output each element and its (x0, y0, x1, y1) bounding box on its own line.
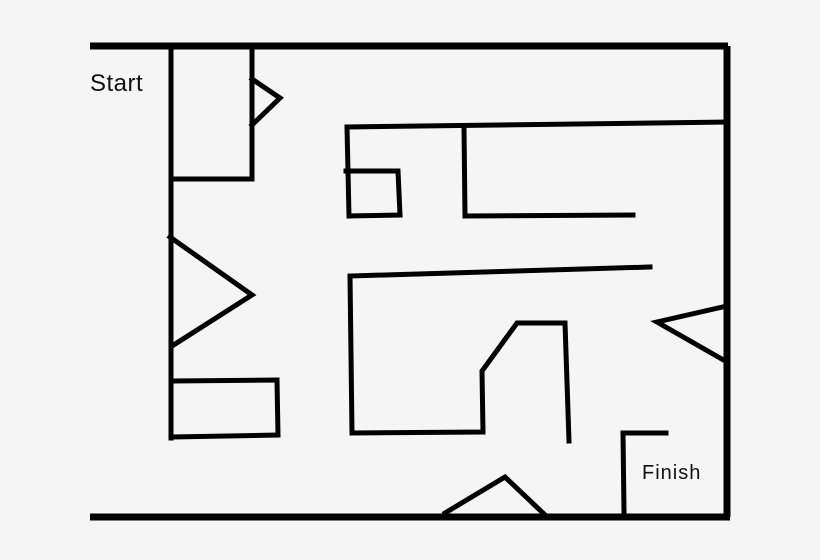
finish-label: Finish (642, 462, 702, 484)
wall-upper-l (461, 125, 636, 219)
wall-finish-corner (620, 430, 669, 514)
wall-start-arrow (248, 75, 284, 129)
start-label: Start (90, 70, 144, 97)
wall-bottom-peak (441, 473, 548, 518)
wall-center-box (347, 264, 653, 444)
wall-left-rect (171, 377, 281, 440)
wall-left-triangle (166, 233, 257, 350)
wall-upper-frame (344, 119, 730, 219)
maze-walls (90, 42, 731, 521)
wall-right-triangle (650, 303, 731, 366)
wall-small-square (343, 168, 403, 219)
wall-start-box (168, 48, 255, 182)
